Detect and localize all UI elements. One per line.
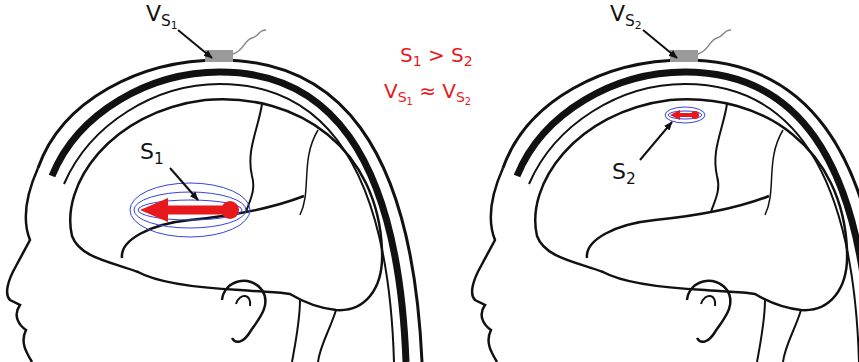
relation-note: S1 > S2 — [400, 44, 473, 66]
source-label: VS1 — [146, 2, 178, 26]
relation-note: VS1 ≈ VS2 — [384, 80, 471, 102]
source-label: VS2 — [610, 2, 642, 26]
source-label: S2 — [612, 160, 636, 184]
dipole-s2 — [665, 107, 705, 123]
source-label: S1 — [140, 140, 164, 164]
